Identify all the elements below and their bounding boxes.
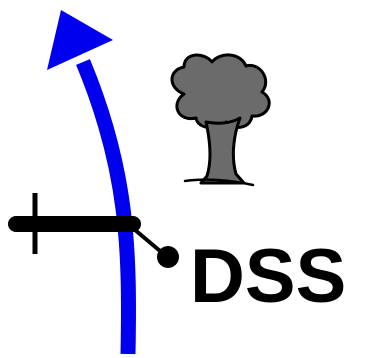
tree-icon bbox=[170, 53, 271, 187]
marker-dot bbox=[157, 246, 179, 268]
route-line bbox=[76, 59, 136, 355]
route-arrowhead bbox=[47, 10, 113, 70]
tree-crown bbox=[170, 53, 271, 129]
side-road-icon bbox=[8, 193, 141, 254]
tree-trunk bbox=[199, 116, 246, 185]
tree-ground bbox=[183, 178, 255, 187]
route-arrow-icon bbox=[47, 10, 136, 355]
station-marker-icon bbox=[126, 222, 179, 268]
sign-label: DSS bbox=[190, 234, 346, 319]
